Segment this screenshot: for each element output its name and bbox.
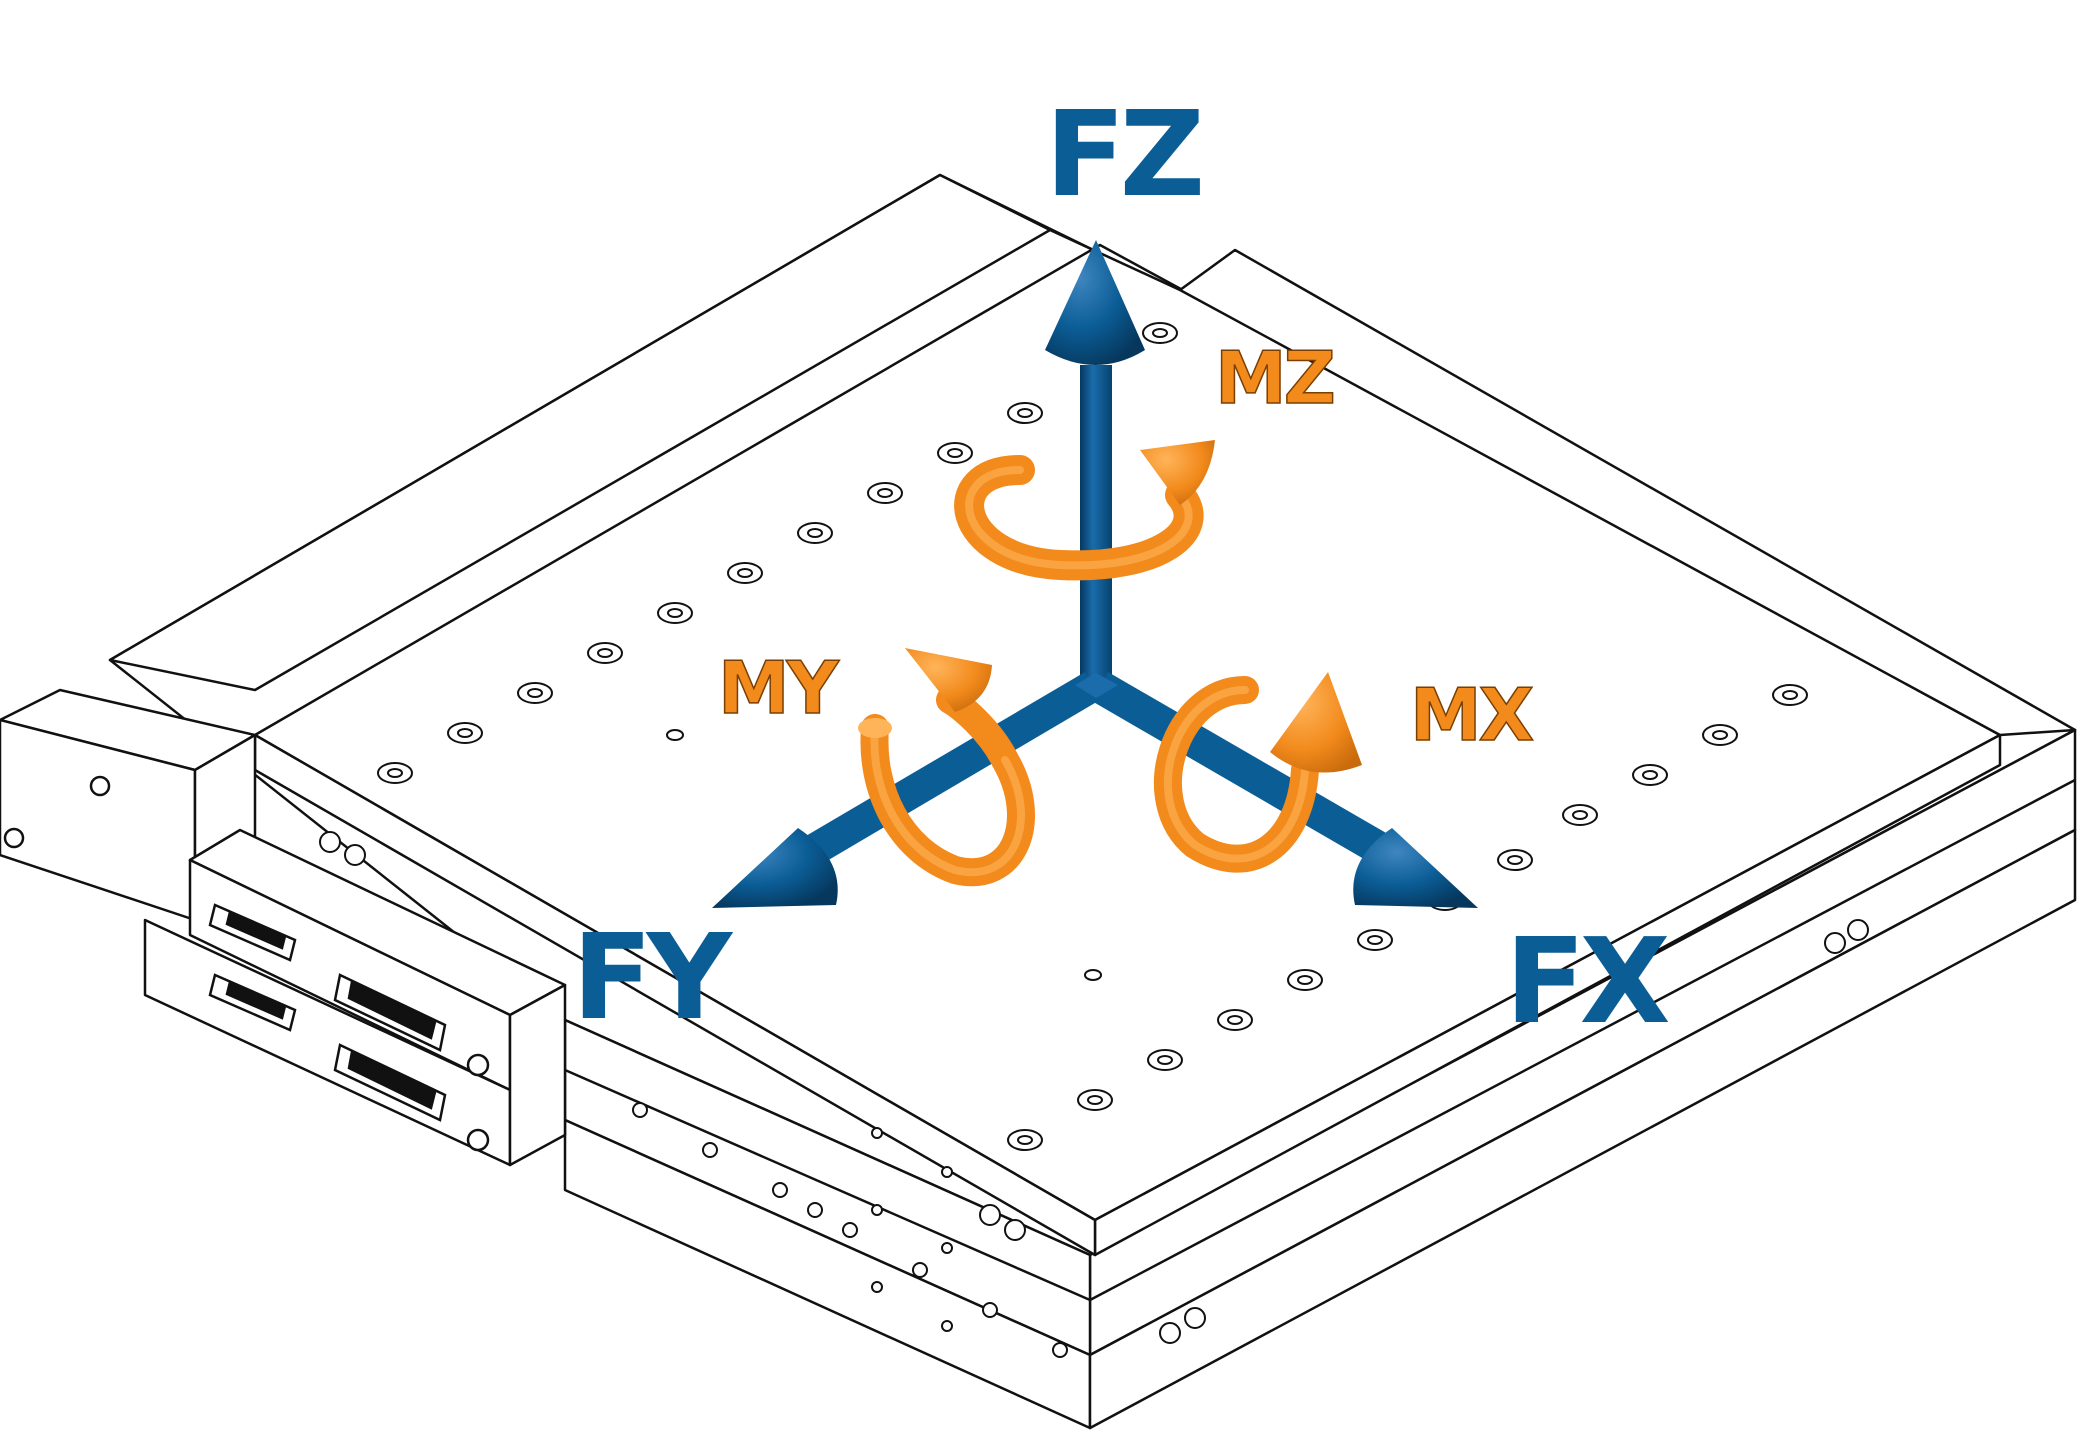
dsub-connector: [333, 973, 447, 1052]
mounting-hole: [937, 442, 973, 464]
label-fz: FZ: [1045, 85, 1201, 223]
mounting-hole: [1142, 322, 1178, 344]
label-mx: MX: [1410, 673, 1534, 757]
mz-arrow: [954, 440, 1215, 581]
connector-housing-side: [508, 983, 567, 1167]
screw-pairs: [319, 831, 1869, 1344]
mounting-hole: [377, 762, 413, 784]
dsub-connector: [208, 973, 297, 1032]
side-holes: [632, 1102, 1068, 1358]
dsub-connectors: [208, 903, 447, 1122]
my-arrowhead: [905, 648, 992, 712]
mx-arrow: [1153, 672, 1362, 873]
label-mz: MZ: [1215, 336, 1333, 420]
fy-shaft: [782, 672, 1100, 878]
fz-arrowhead: [1045, 240, 1145, 365]
mounting-hole: [517, 682, 553, 704]
moment-arrows: [858, 440, 1362, 886]
mounting-hole: [1147, 1049, 1183, 1071]
mounting-hole: [797, 522, 833, 544]
pin-hole: [666, 729, 684, 741]
sensor-body: [0, 173, 2077, 1430]
mounting-holes: [377, 322, 1808, 1151]
mounting-hole: [1007, 402, 1043, 424]
mx-arrowhead: [1270, 672, 1362, 773]
base-plate-lower-right: [1088, 828, 2077, 1430]
mounting-hole: [587, 642, 623, 664]
dsub-connector: [208, 903, 297, 962]
label-fx: FX: [1505, 912, 1669, 1050]
mounting-hole: [1077, 1089, 1113, 1111]
mounting-hole: [1287, 969, 1323, 991]
axis-labels: FZ FY FX MZ MY MX: [572, 85, 1675, 1050]
fx-arrowhead: [1353, 828, 1478, 908]
mounting-hole: [727, 562, 763, 584]
mounting-hole: [1217, 1009, 1253, 1031]
fy-arrowhead: [712, 828, 838, 908]
mounting-hole: [1772, 684, 1808, 706]
axis-hub: [1075, 673, 1118, 698]
mounting-hole: [1632, 764, 1668, 786]
label-my: MY: [718, 646, 840, 730]
mounting-hole: [1357, 929, 1393, 951]
mounting-hole: [1497, 849, 1533, 871]
label-fy: FY: [572, 908, 734, 1046]
frame-right-top: [1178, 248, 2077, 737]
my-arrow-tail: [858, 718, 892, 738]
my-arrow: [858, 648, 1035, 886]
mounting-hole: [447, 722, 483, 744]
mounting-hole: [1562, 804, 1598, 826]
mounting-hole: [1702, 724, 1738, 746]
mz-arrowhead: [1140, 440, 1215, 505]
dsub-connector: [333, 1043, 447, 1122]
pin-hole: [1084, 969, 1102, 981]
mounting-hole: [1007, 1129, 1043, 1151]
mounting-hole: [867, 482, 903, 504]
fz-shaft: [1080, 365, 1112, 685]
mounting-hole: [657, 602, 693, 624]
